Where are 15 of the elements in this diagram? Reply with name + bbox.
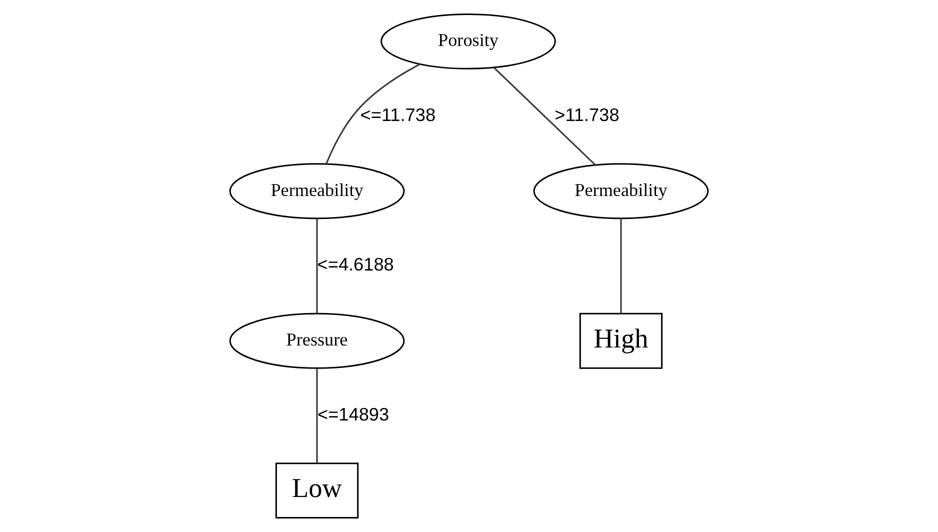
connector <box>316 218 318 314</box>
node-box: High <box>579 312 663 369</box>
connector <box>316 368 318 464</box>
node-ellipse: Permeability <box>229 163 405 220</box>
edge-label: <=4.6188 <box>317 254 394 275</box>
connector <box>620 218 622 314</box>
edge-label: >11.738 <box>554 104 620 125</box>
connector <box>325 64 420 164</box>
edge-label: <=11.738 <box>360 104 436 125</box>
node-ellipse: Pressure <box>229 312 405 369</box>
node-box: Low <box>275 462 359 519</box>
edge-label: <=14893 <box>318 404 390 424</box>
connector <box>494 67 596 166</box>
node-ellipse: Permeability <box>533 163 709 220</box>
node-ellipse: Porosity <box>380 13 556 70</box>
